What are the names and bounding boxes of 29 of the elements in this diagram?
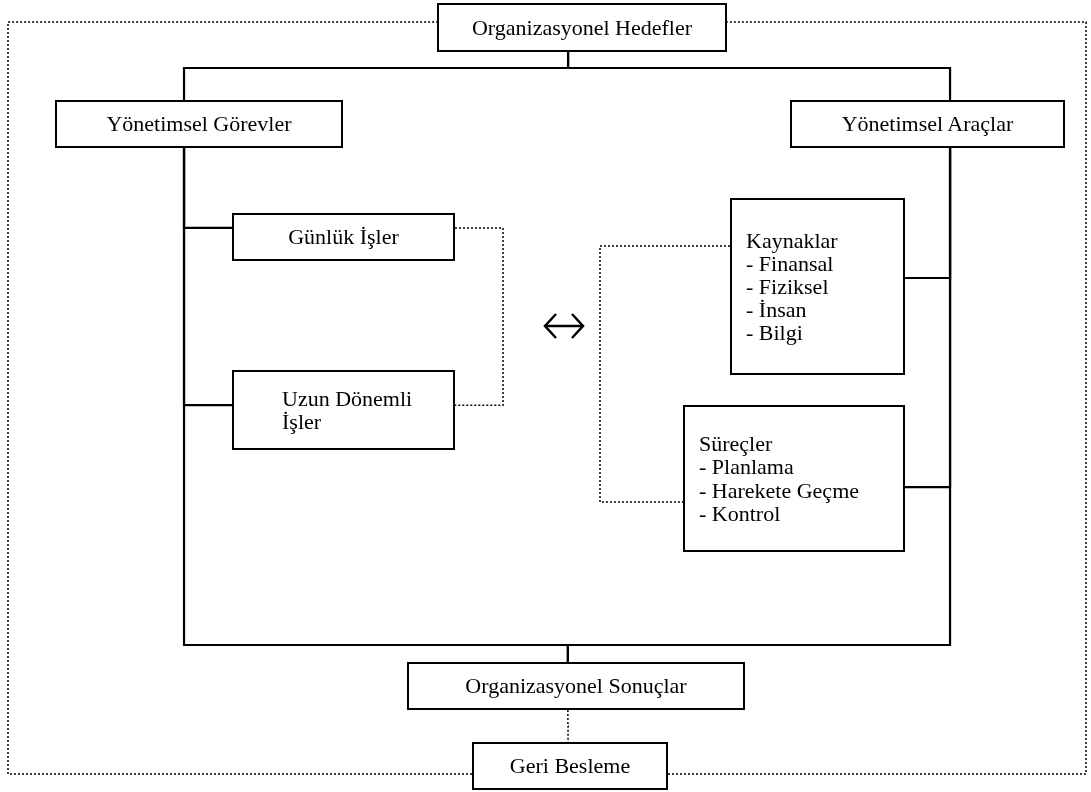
label-box <box>55 100 343 148</box>
box-text: - Kontrol <box>699 501 781 525</box>
label-box <box>683 405 905 552</box>
label-box <box>730 198 905 375</box>
label-box <box>790 100 1065 148</box>
box-text: Yönetimsel Araçlar <box>841 112 1014 136</box>
connector-line <box>567 52 952 100</box>
dotted-connector <box>599 245 731 503</box>
box-text: - Planlama <box>699 455 794 479</box>
connector-line <box>566 148 952 662</box>
label-box <box>472 742 668 790</box>
label-box <box>407 662 745 710</box>
label-box <box>437 3 727 52</box>
box-text: - İnsan <box>746 298 807 322</box>
box-text: - Bilgi <box>746 321 803 345</box>
box-text: Organizasyonel Sonuçlar <box>465 674 687 698</box>
dotted-connector <box>7 21 473 775</box>
box-text: Uzun Dönemli İşler <box>282 386 414 434</box>
label-box <box>232 370 455 450</box>
box-heading: Kaynaklar <box>746 228 838 252</box>
box-text: - Harekete Geçme <box>699 478 859 502</box>
dotted-connector <box>567 709 569 743</box>
label-box <box>232 213 455 261</box>
box-heading: Süreçler <box>699 432 773 456</box>
box-text: Yönetimsel Görevler <box>106 112 292 136</box>
box-text: Geri Besleme <box>509 754 631 778</box>
box-text: Günlük İşler <box>288 225 399 249</box>
box-text: Organizasyonel Hedefler <box>471 15 693 40</box>
box-text: - Fiziksel <box>746 274 829 299</box>
